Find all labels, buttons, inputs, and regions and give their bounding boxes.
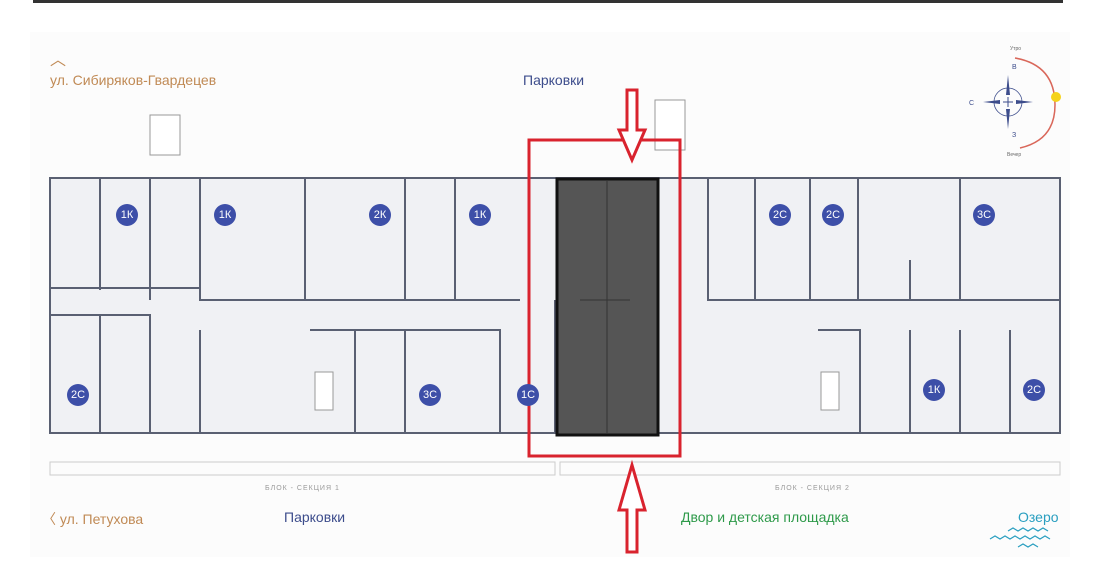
apartment-badge[interactable]: 2К	[369, 204, 391, 226]
apartment-badge[interactable]: 1С	[517, 384, 539, 406]
apartment-badge[interactable]: 1К	[923, 379, 945, 401]
top-bar	[33, 0, 1063, 3]
compass-icon	[983, 57, 1061, 149]
section-1-label: БЛОК - СЕКЦИЯ 1	[265, 485, 340, 492]
arrow-up-icon	[617, 459, 647, 554]
highlight-frame	[527, 138, 682, 458]
chevron-up-icon[interactable]: ︿	[50, 52, 67, 69]
apartment-badge[interactable]: 1К	[214, 204, 236, 226]
street-bottom-label: ул. Петухова	[59, 511, 144, 527]
apartment-badge[interactable]: 2С	[67, 384, 89, 406]
chevron-left-icon: 〈	[42, 511, 60, 527]
apartment-badge[interactable]: 1К	[469, 204, 491, 226]
apartment-badge[interactable]: 1К	[116, 204, 138, 226]
arrow-down-icon	[616, 88, 648, 164]
lake-label: Озеро	[1018, 509, 1059, 525]
compass-morning: Утро	[1010, 46, 1022, 52]
section-2-label: БЛОК - СЕКЦИЯ 2	[775, 485, 850, 492]
street-top: ул. Сибиряков-Гвардецев	[50, 72, 217, 88]
compass-west: З	[1012, 132, 1017, 139]
street-bottom[interactable]: 〈 ул. Петухова	[42, 509, 143, 529]
waves-icon	[989, 527, 1051, 548]
parking-top-label: Парковки	[523, 72, 585, 88]
apartment-badge[interactable]: 2С	[1023, 379, 1045, 401]
compass-evening: Вечер	[1007, 152, 1022, 158]
compass-east: В	[1012, 64, 1017, 71]
compass-north: С	[969, 100, 975, 107]
apartment-badge[interactable]: 3С	[419, 384, 441, 406]
apartment-badge[interactable]: 3С	[973, 204, 995, 226]
apartment-badge[interactable]: 2С	[769, 204, 791, 226]
yard-label: Двор и детская площадка	[681, 509, 849, 525]
apartment-badge[interactable]: 2С	[822, 204, 844, 226]
parking-bottom-label: Парковки	[284, 509, 346, 525]
